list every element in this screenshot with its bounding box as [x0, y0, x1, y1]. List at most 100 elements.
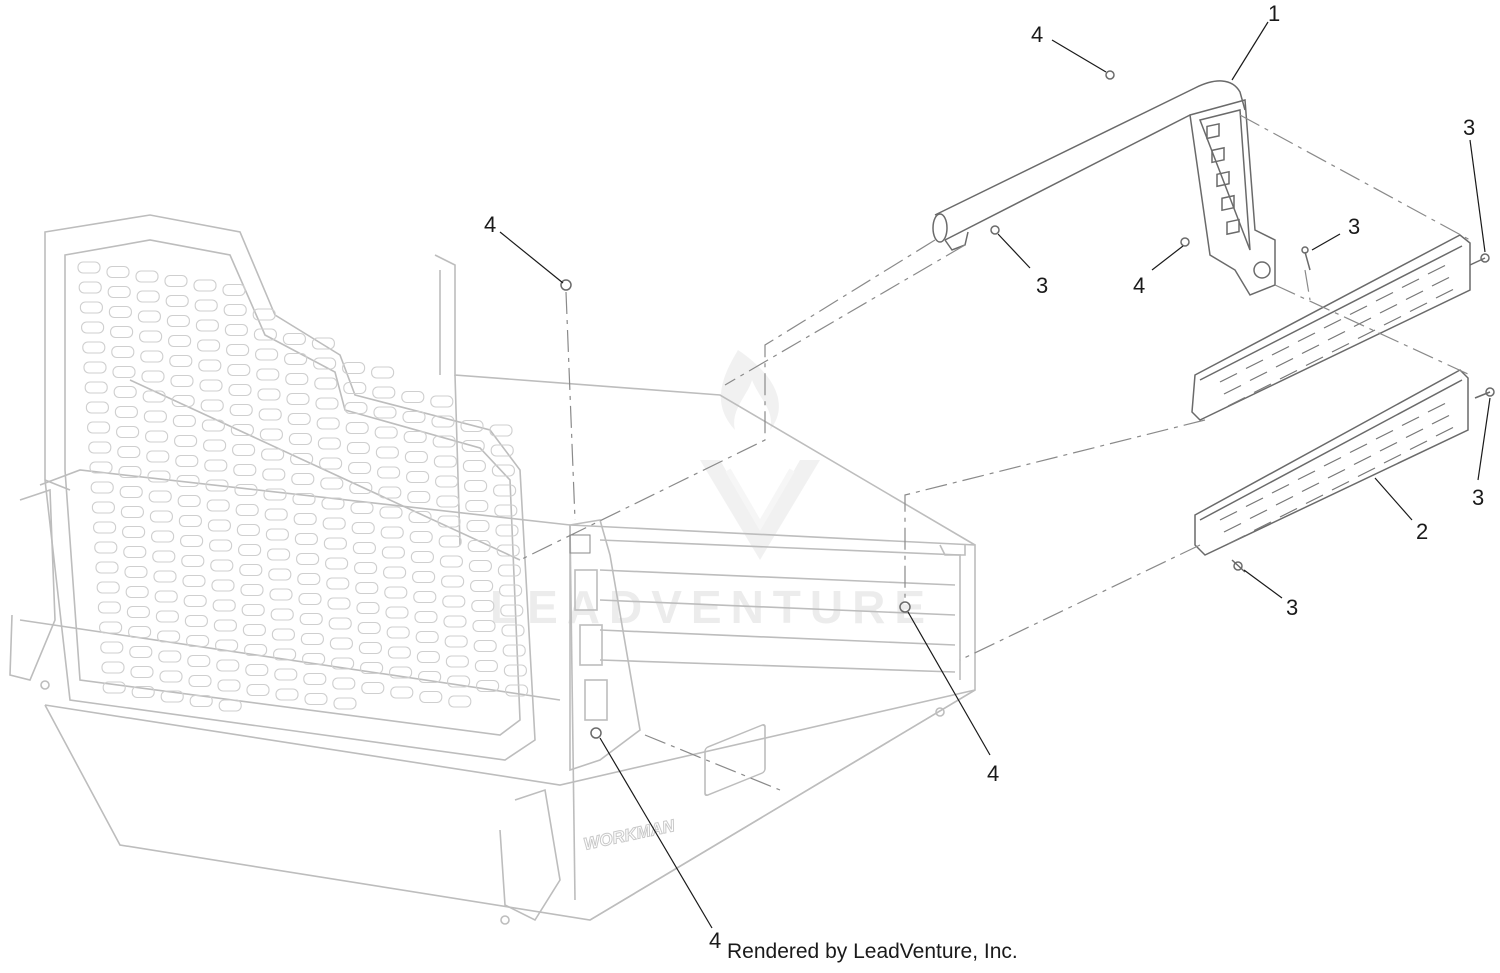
mesh-hole: [89, 461, 113, 474]
mesh-hole: [386, 626, 410, 639]
mesh-hole: [465, 499, 489, 513]
mesh-hole: [356, 601, 380, 615]
vent-slot: [1427, 402, 1446, 413]
mesh-hole: [211, 579, 235, 592]
mesh-hole: [503, 664, 527, 677]
mesh-hole: [439, 555, 463, 568]
vent-slot: [1305, 356, 1324, 367]
mesh-hole: [165, 294, 189, 308]
mesh-hole: [111, 345, 135, 359]
mesh-hole: [194, 299, 218, 312]
mesh-hole: [123, 545, 147, 559]
mesh-hole: [129, 645, 153, 659]
mesh-hole: [352, 541, 376, 555]
vent-slot: [1431, 276, 1450, 287]
mesh-hole: [404, 450, 428, 464]
mesh-hole: [159, 670, 183, 683]
vent-slot: [1401, 416, 1420, 427]
mesh-hole: [195, 319, 219, 332]
mesh-hole: [433, 455, 457, 468]
mesh-hole: [412, 570, 436, 584]
mesh-hole: [245, 663, 269, 677]
svg-text:WORKMAN: WORKMAN: [582, 816, 677, 854]
mesh-hole: [189, 694, 213, 708]
mesh-hole: [385, 606, 409, 619]
callout-3: 3: [1286, 595, 1298, 620]
mesh-hole: [187, 654, 211, 668]
mesh-hole: [401, 390, 425, 404]
mesh-hole: [402, 410, 426, 424]
vent-slot: [1349, 305, 1368, 316]
mesh-hole: [431, 415, 455, 428]
mesh-hole: [495, 524, 519, 537]
mesh-hole: [389, 666, 413, 679]
mesh-hole: [151, 530, 175, 543]
mesh-hole: [139, 330, 163, 343]
mesh-hole: [224, 323, 248, 337]
mesh-hole: [204, 459, 228, 472]
mesh-hole: [380, 526, 404, 539]
mesh-hole: [128, 625, 152, 639]
mesh-hole: [234, 483, 258, 497]
mesh-hole: [171, 394, 195, 408]
vent-slot: [1301, 344, 1320, 355]
mesh-hole: [122, 525, 146, 539]
mesh-hole: [100, 641, 124, 654]
vent-slot: [1227, 534, 1246, 545]
mesh-hole: [342, 361, 366, 375]
mesh-hole: [155, 610, 179, 623]
mesh-hole: [265, 528, 289, 541]
mesh-hole: [467, 539, 491, 553]
mesh-hole: [350, 501, 374, 515]
mesh-hole: [286, 392, 310, 406]
mesh-hole: [377, 466, 401, 479]
mesh-hole: [346, 441, 370, 455]
mesh-hole: [371, 366, 395, 379]
mesh-hole: [296, 552, 320, 566]
mesh-hole: [198, 359, 222, 372]
mesh-hole: [325, 557, 349, 570]
mesh-hole: [349, 481, 373, 495]
mesh-hole: [229, 403, 253, 417]
mesh-hole: [410, 550, 434, 564]
mesh-hole: [491, 464, 515, 477]
mesh-hole: [493, 484, 517, 497]
mesh-hole: [172, 414, 196, 428]
vent-slot: [1379, 303, 1398, 314]
mesh-hole: [164, 274, 188, 288]
mesh-hole: [77, 261, 101, 274]
vent-slot: [1375, 429, 1394, 440]
mesh-hole: [213, 619, 237, 632]
mesh-hole: [193, 279, 217, 292]
mesh-hole: [97, 601, 121, 614]
mesh-hole: [215, 639, 239, 652]
mesh-hole: [316, 417, 340, 430]
vent-slot: [1435, 426, 1454, 437]
mesh-hole: [116, 425, 140, 439]
mesh-hole: [101, 661, 125, 674]
vent-slot: [1297, 332, 1316, 343]
mesh-hole: [292, 492, 316, 506]
mesh-hole: [263, 488, 287, 501]
callout-labels: 1 2 3 3 3 3 3 4 4 4 4 4: [484, 1, 1484, 953]
mesh-hole: [259, 428, 283, 441]
mesh-hole: [291, 472, 315, 486]
mesh-hole: [285, 372, 309, 386]
mesh-hole: [181, 554, 205, 568]
mesh-hole: [448, 695, 472, 708]
callout-2: 2: [1416, 519, 1428, 544]
vent-slot: [1427, 264, 1446, 275]
mesh-hole: [489, 424, 513, 437]
mesh-hole: [176, 474, 200, 488]
vent-slot: [1401, 278, 1420, 289]
mesh-hole: [223, 303, 247, 317]
mesh-hole: [177, 494, 201, 508]
mesh-hole: [131, 685, 155, 699]
mesh-hole: [236, 523, 260, 537]
watermark-text: LEADVENTURE: [490, 581, 934, 633]
mesh-hole: [141, 370, 165, 383]
mesh-hole: [126, 605, 150, 619]
mesh-hole: [461, 439, 485, 453]
mesh-hole: [416, 650, 440, 664]
